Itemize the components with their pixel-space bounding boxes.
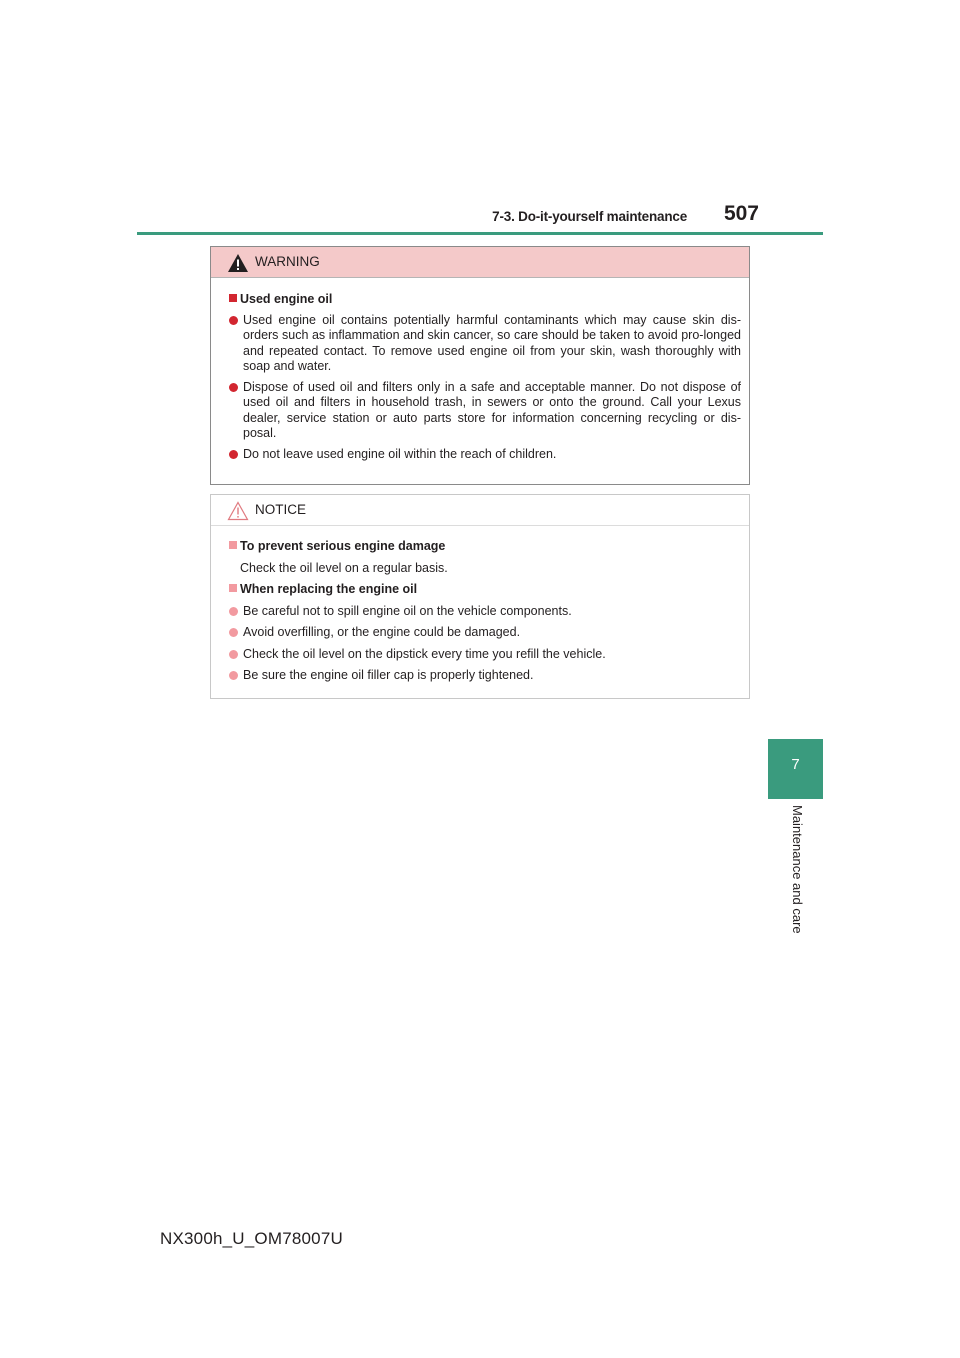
section-title: 7-3. Do-it-yourself maintenance [492, 209, 687, 224]
notice-item-text: Avoid overfilling, or the engine could b… [243, 625, 521, 639]
chapter-tab: 7 [768, 739, 823, 799]
round-bullet-icon [229, 649, 238, 659]
notice-item-text: Be careful not to spill engine oil on th… [243, 603, 572, 618]
notice-item-text: Be sure the engine oil filler cap is pro… [243, 668, 534, 682]
notice-text: Check the oil level on a regular basis. [229, 561, 741, 577]
round-bullet-icon [229, 449, 238, 459]
chapter-side-label: Maintenance and care [790, 805, 805, 934]
notice-item-text: Check the oil level on the dipstick ever… [243, 646, 606, 661]
notice-item: Be sure the engine oil filler cap is pro… [229, 668, 741, 684]
notice-subhead: To prevent serious engine damage [229, 539, 741, 555]
warning-item: Do not leave used engine oil within the … [229, 447, 741, 463]
warning-item-text: Dispose of used oil and filters only in … [243, 379, 741, 441]
warning-label: WARNING [255, 254, 320, 269]
caution-triangle-icon [227, 501, 249, 521]
notice-subhead-text: When replacing the engine oil [240, 582, 418, 596]
notice-item: Avoid overfilling, or the engine could b… [229, 625, 741, 641]
notice-box: NOTICE To prevent serious engine damage … [210, 494, 750, 699]
notice-subhead-text: To prevent serious engine damage [240, 539, 446, 553]
round-bullet-icon [229, 382, 238, 392]
warning-item: Dispose of used oil and filters only in … [229, 380, 741, 442]
warning-item-text: Used engine oil contains potentially har… [243, 312, 741, 374]
square-bullet-icon [229, 541, 237, 549]
notice-subhead: When replacing the engine oil [229, 582, 741, 598]
square-bullet-icon [229, 584, 237, 592]
page-number: 507 [723, 202, 759, 225]
notice-label: NOTICE [255, 502, 307, 517]
warning-subhead-text: Used engine oil [240, 292, 333, 306]
notice-body: To prevent serious engine damage Check t… [211, 526, 749, 684]
warning-item-text: Do not leave used engine oil within the … [243, 446, 557, 461]
round-bullet-icon [229, 628, 238, 637]
document-code: NX300h_U_OM78007U [160, 1229, 343, 1248]
warning-item: Used engine oil contains potentially har… [229, 313, 741, 375]
round-bullet-icon [229, 606, 238, 616]
notice-header: NOTICE [211, 495, 749, 526]
notice-plain-text: Check the oil level on a regular basis. [240, 560, 448, 575]
round-bullet-icon [229, 671, 238, 680]
notice-item: Check the oil level on the dipstick ever… [229, 647, 741, 663]
warning-box: WARNING Used engine oil Used engine oil … [210, 246, 750, 485]
warning-triangle-icon [228, 254, 248, 272]
round-bullet-icon [229, 315, 238, 325]
notice-item: Be careful not to spill engine oil on th… [229, 604, 741, 620]
warning-subhead: Used engine oil [229, 292, 741, 308]
warning-header: WARNING [211, 247, 749, 278]
header-rule [137, 232, 823, 235]
warning-body: Used engine oil Used engine oil contains… [211, 278, 749, 462]
square-bullet-icon [229, 294, 237, 302]
